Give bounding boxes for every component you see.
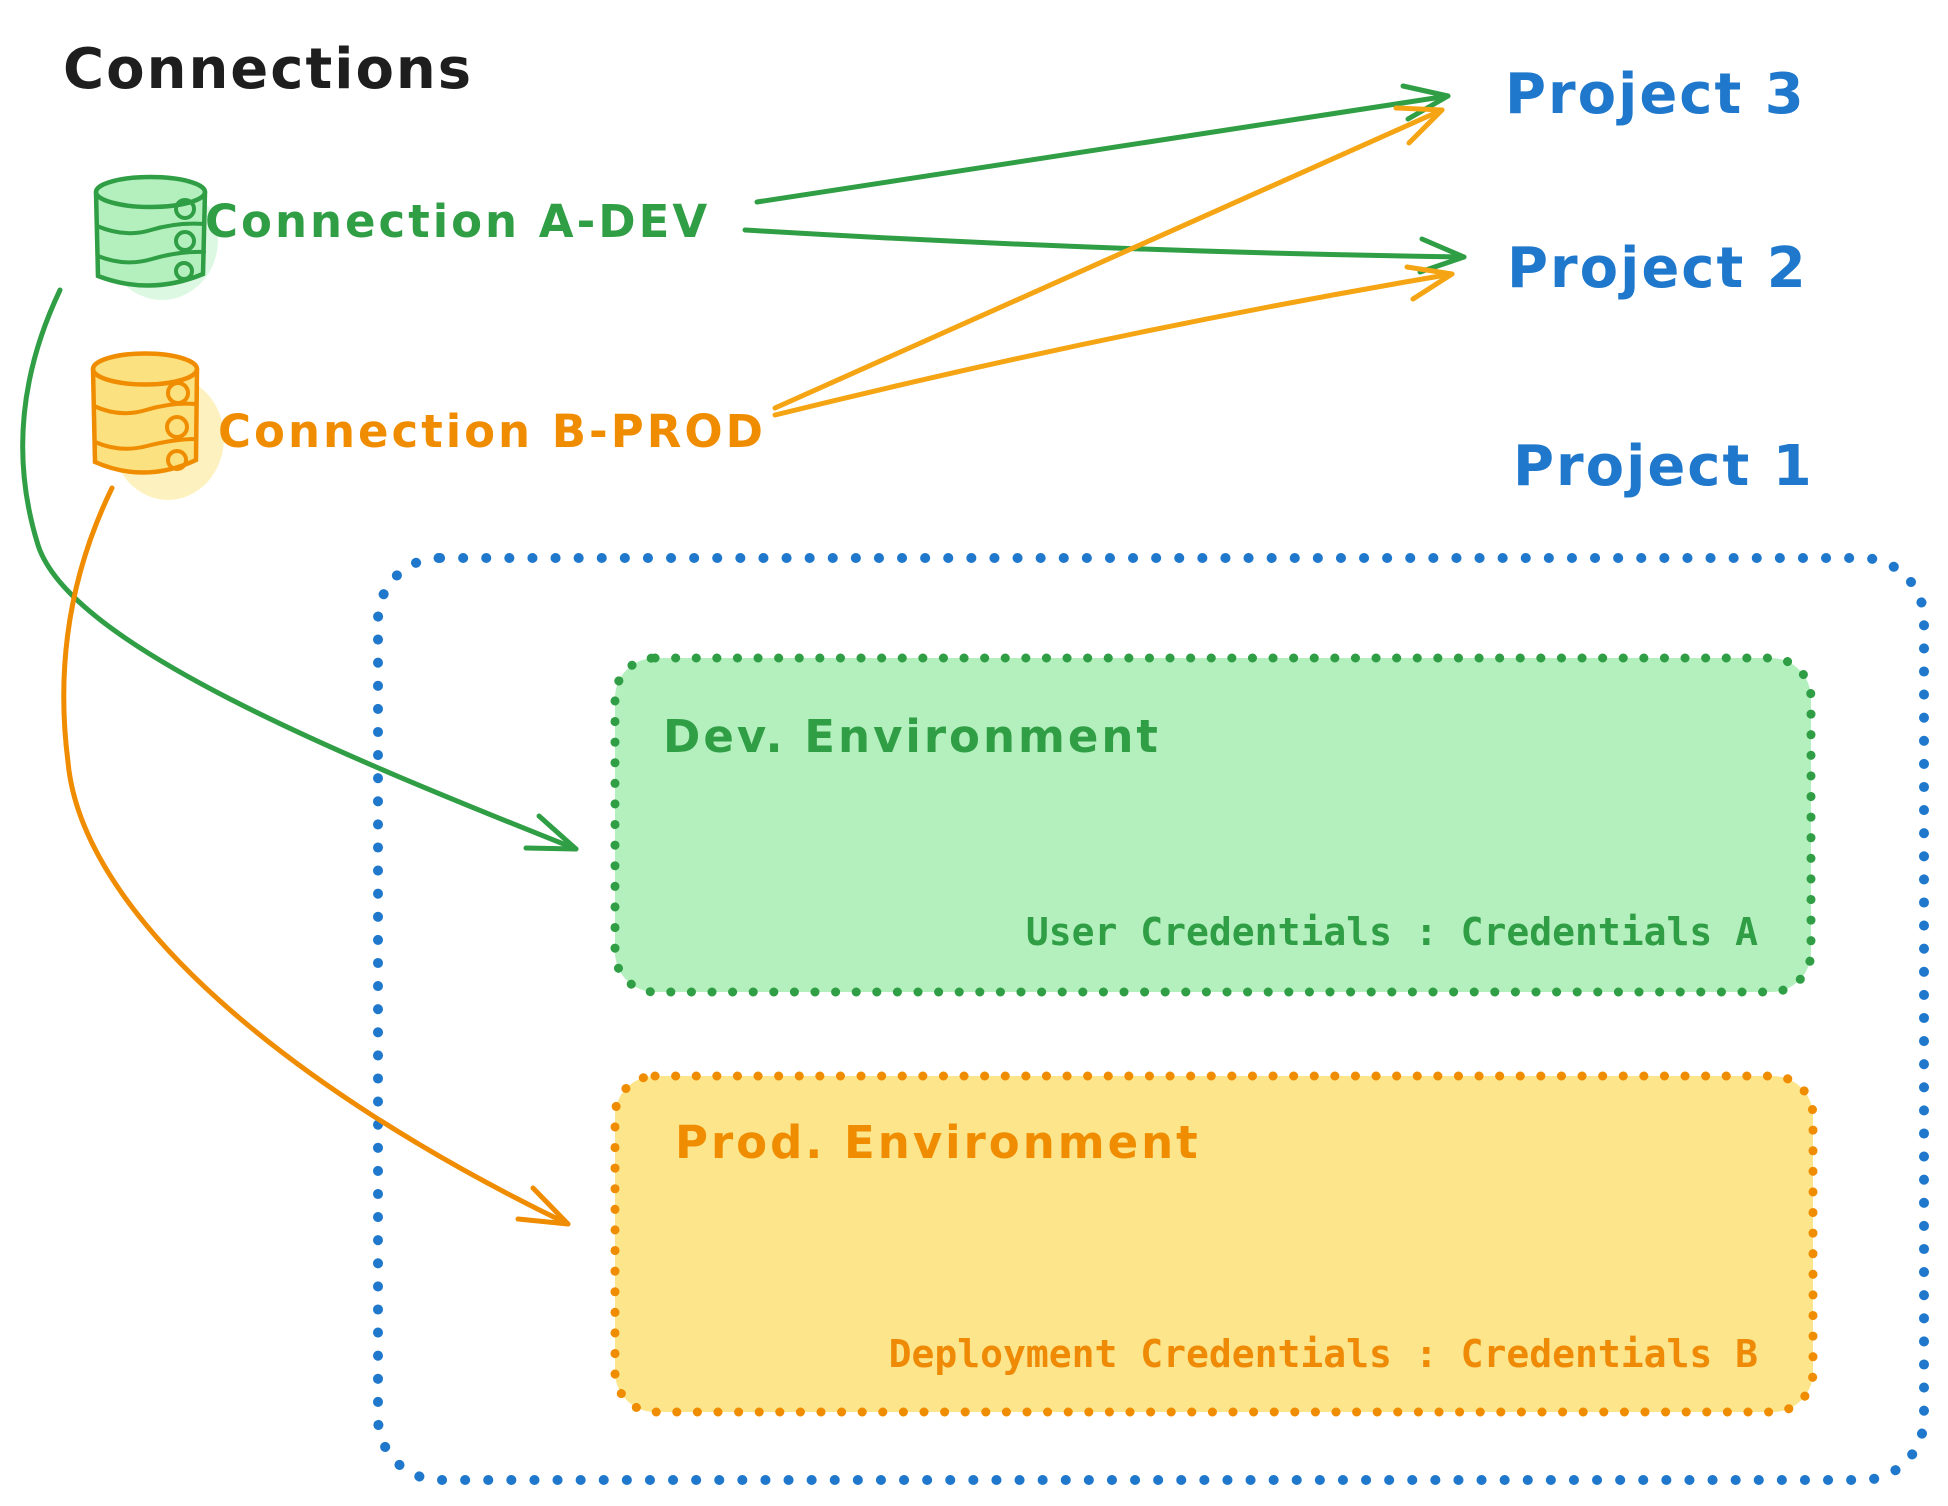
prod-credentials-text: Deployment Credentials : Credentials B <box>889 1332 1758 1376</box>
project2-label: Project 2 <box>1507 236 1808 301</box>
dev-environment-label: Dev. Environment <box>663 710 1161 763</box>
prod-environment-label: Prod. Environment <box>675 1116 1201 1169</box>
arrow-bprod-to-project2 <box>772 264 1455 418</box>
dev-credentials-text: User Credentials : Credentials A <box>1026 910 1758 954</box>
database-icon-a-dev <box>93 174 218 300</box>
connection-b-prod-label: Connection B-PROD <box>218 405 766 458</box>
arrow-adev-to-project3 <box>754 83 1451 205</box>
dev-environment-box: Dev. Environment User Credentials : Cred… <box>610 653 1816 997</box>
arrow-adev-to-project2 <box>742 227 1467 275</box>
project3-label: Project 3 <box>1505 62 1806 127</box>
arrow-bprod-to-project3 <box>772 105 1445 411</box>
diagram-title: Connections <box>63 37 473 102</box>
connection-a-dev-label: Connection A-DEV <box>205 195 710 248</box>
project1-label: Project 1 <box>1513 434 1814 499</box>
arrow-bprod-to-prod-environment <box>61 485 571 1227</box>
arrow-adev-to-dev-environment <box>20 287 579 852</box>
prod-environment-box: Prod. Environment Deployment Credentials… <box>610 1071 1818 1417</box>
database-icon-b-prod <box>90 351 224 500</box>
